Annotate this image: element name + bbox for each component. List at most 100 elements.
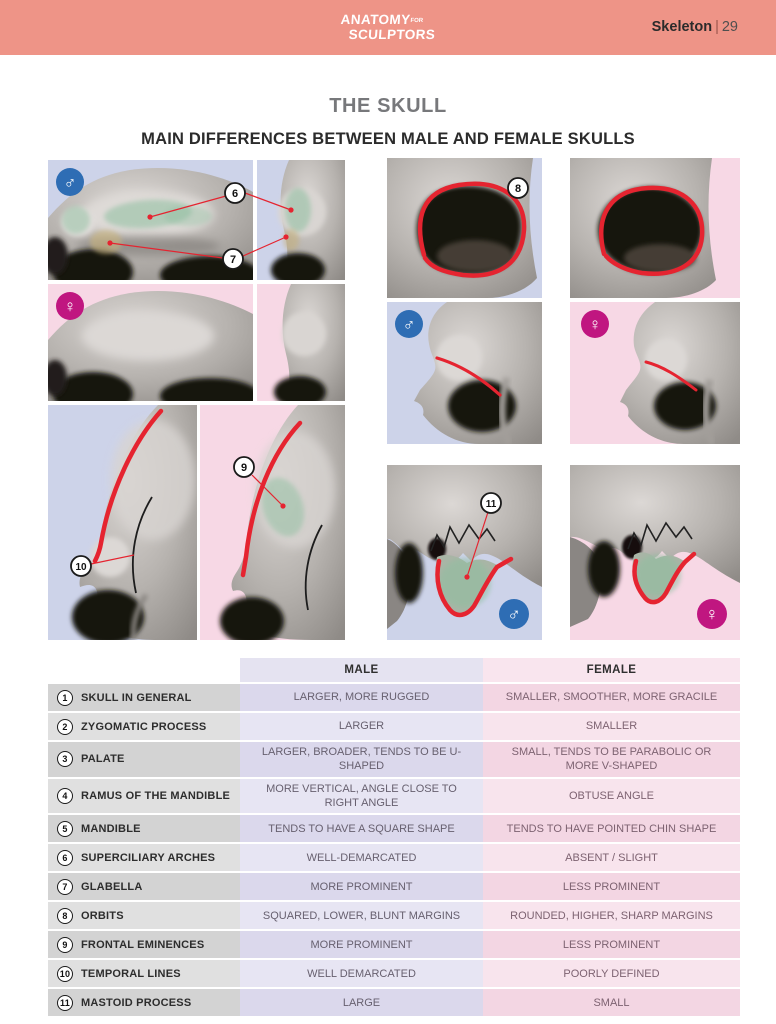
feature-name: TEMPORAL LINES bbox=[81, 967, 181, 980]
feature-label: 11 MASTOID PROCESS bbox=[48, 989, 240, 1017]
page-reference: Skeleton|29 bbox=[652, 19, 738, 35]
svg-text:♂: ♂ bbox=[64, 173, 77, 192]
feature-number-badge: 8 bbox=[57, 907, 73, 924]
leader-lines-6-7 bbox=[107, 192, 294, 259]
female-value-cell: ROUNDED, HIGHER, SHARP MARGINS bbox=[483, 902, 740, 930]
feature-number-badge: 11 bbox=[57, 994, 73, 1011]
feature-number-badge: 3 bbox=[57, 751, 73, 768]
callout-9: 9 bbox=[233, 456, 255, 478]
feature-label: 6 SUPERCILIARY ARCHES bbox=[48, 844, 240, 872]
svg-text:♂: ♂ bbox=[403, 315, 416, 334]
feature-label: 1 SKULL IN GENERAL bbox=[48, 684, 240, 711]
svg-text:♂: ♂ bbox=[507, 604, 521, 624]
male-value-cell: TENDS TO HAVE A SQUARE SHAPE bbox=[240, 815, 483, 843]
female-symbol-icon: ♀ bbox=[56, 292, 84, 320]
female-value-cell: SMALL, TENDS TO BE PARABOLIC OR MORE V-S… bbox=[483, 742, 740, 777]
figure-orbit-male: 8 bbox=[387, 158, 542, 298]
feature-label: 7 GLABELLA bbox=[48, 873, 240, 901]
feature-label: 10 TEMPORAL LINES bbox=[48, 960, 240, 988]
svg-text:♀: ♀ bbox=[64, 297, 77, 316]
table-corner-spacer bbox=[48, 658, 240, 682]
logo-for: FOR bbox=[410, 18, 424, 24]
male-value-cell: LARGER, MORE RUGGED bbox=[240, 684, 483, 711]
male-value-cell: MORE PROMINENT bbox=[240, 873, 483, 901]
feature-name: SUPERCILIARY ARCHES bbox=[81, 851, 216, 864]
feature-name: MASTOID PROCESS bbox=[81, 996, 192, 1009]
female-symbol-icon: ♀ bbox=[697, 599, 727, 629]
female-value-cell: POORLY DEFINED bbox=[483, 960, 740, 988]
male-symbol-icon: ♂ bbox=[395, 310, 423, 338]
feature-label: 9 FRONTAL EMINENCES bbox=[48, 931, 240, 959]
female-value-cell: TENDS TO HAVE POINTED CHIN SHAPE bbox=[483, 815, 740, 843]
anatomy-for-sculptors-logo: ANATOMYFOR SCULPTORS bbox=[339, 12, 437, 42]
feature-name: GLABELLA bbox=[81, 880, 143, 893]
callout-8: 8 bbox=[507, 177, 529, 199]
male-value-cell: LARGE bbox=[240, 989, 483, 1017]
male-value-cell: WELL-DEMARCATED bbox=[240, 844, 483, 872]
callout-6: 6 bbox=[224, 182, 246, 204]
page-title: THE SKULL bbox=[329, 95, 447, 117]
divider: | bbox=[715, 19, 719, 35]
female-value-cell: ABSENT / SLIGHT bbox=[483, 844, 740, 872]
figure-orbit-female bbox=[570, 158, 740, 298]
male-value-cell: WELL DEMARCATED bbox=[240, 960, 483, 988]
figure-brow-female: ♀ bbox=[48, 284, 345, 401]
callout-11-label: 11 bbox=[486, 499, 497, 510]
callout-7-label: 7 bbox=[230, 254, 236, 266]
feature-number-badge: 1 bbox=[57, 689, 73, 706]
page-number: 29 bbox=[721, 19, 738, 35]
feature-number-badge: 7 bbox=[57, 878, 73, 895]
logo-line2: SCULPTORS bbox=[348, 27, 436, 42]
svg-text:♀: ♀ bbox=[589, 315, 602, 334]
callout-8-label: 8 bbox=[515, 183, 521, 195]
figure-orbit-profile-male: ♂ bbox=[387, 302, 542, 444]
male-value-cell: LARGER bbox=[240, 713, 483, 740]
figure-mastoid-female: ♀ bbox=[570, 465, 740, 640]
female-value-cell: LESS PROMINENT bbox=[483, 931, 740, 959]
feature-name: FRONTAL EMINENCES bbox=[81, 938, 205, 951]
male-column-header: MALE bbox=[240, 658, 483, 682]
feature-name: SKULL IN GENERAL bbox=[81, 691, 192, 704]
skull-comparison-table: MALE FEMALE 1 SKULL IN GENERAL LARGER, MOR… bbox=[48, 658, 740, 1017]
male-value-cell: LARGER, BROADER, TENDS TO BE U-SHAPED bbox=[240, 742, 483, 777]
female-column-header: FEMALE bbox=[483, 658, 740, 682]
feature-label: 2 ZYGOMATIC PROCESS bbox=[48, 713, 240, 740]
callout-10: 10 bbox=[70, 555, 92, 577]
feature-name: RAMUS OF THE MANDIBLE bbox=[81, 789, 231, 802]
male-value-cell: MORE PROMINENT bbox=[240, 931, 483, 959]
page-subtitle: MAIN DIFFERENCES BETWEEN MALE AND FEMALE… bbox=[141, 130, 635, 148]
svg-text:♀: ♀ bbox=[705, 604, 719, 624]
female-value-cell: OBTUSE ANGLE bbox=[483, 778, 740, 814]
feature-number-badge: 10 bbox=[57, 965, 73, 982]
section-name: Skeleton bbox=[651, 19, 713, 35]
figure-forehead-female: 9 bbox=[200, 405, 345, 640]
female-value-cell: LESS PROMINENT bbox=[483, 873, 740, 901]
feature-label: 4 RAMUS OF THE MANDIBLE bbox=[48, 778, 240, 814]
callout-6-label: 6 bbox=[232, 188, 238, 200]
feature-number-badge: 2 bbox=[57, 718, 73, 735]
female-symbol-icon: ♀ bbox=[581, 310, 609, 338]
feature-number-badge: 5 bbox=[57, 820, 73, 837]
feature-number-badge: 9 bbox=[57, 936, 73, 953]
figure-brow-male: 6 7 ♂ bbox=[48, 160, 345, 280]
feature-label: 8 ORBITS bbox=[48, 902, 240, 930]
male-value-cell: SQUARED, LOWER, BLUNT MARGINS bbox=[240, 902, 483, 930]
callout-9-label: 9 bbox=[241, 462, 247, 474]
female-value-cell: SMALLER bbox=[483, 713, 740, 740]
male-symbol-icon: ♂ bbox=[56, 168, 84, 196]
page-header-bar: ANATOMYFOR SCULPTORS Skeleton|29 bbox=[0, 0, 776, 55]
callout-11: 11 bbox=[480, 492, 502, 514]
figure-orbit-profile-female: ♀ bbox=[570, 302, 740, 444]
callout-10-label: 10 bbox=[75, 562, 87, 573]
feature-name: ZYGOMATIC PROCESS bbox=[81, 720, 207, 733]
male-value-cell: MORE VERTICAL, ANGLE CLOSE TO RIGHT ANGL… bbox=[240, 778, 483, 814]
feature-number-badge: 6 bbox=[57, 849, 73, 866]
figure-mastoid-male: 11 ♂ bbox=[387, 465, 542, 640]
male-symbol-icon: ♂ bbox=[499, 599, 529, 629]
feature-name: ORBITS bbox=[81, 909, 124, 922]
female-value-cell: SMALLER, SMOOTHER, MORE GRACILE bbox=[483, 684, 740, 711]
feature-number-badge: 4 bbox=[57, 787, 73, 804]
